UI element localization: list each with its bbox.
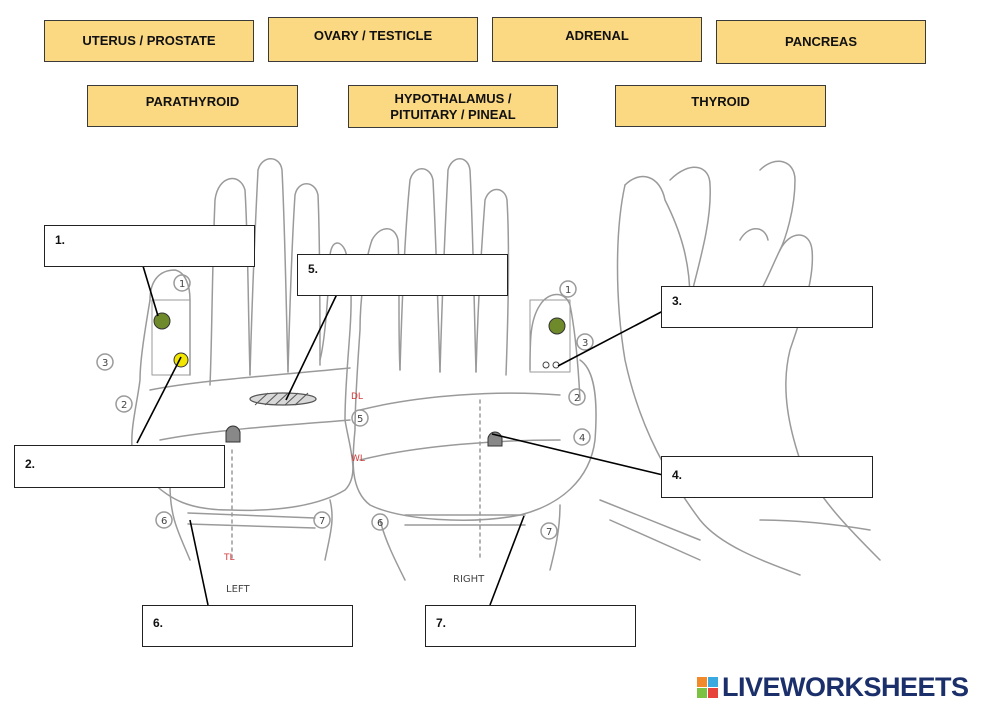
chip-ovary-testicle[interactable]: OVARY / TESTICLE: [268, 17, 478, 62]
answer-box-7[interactable]: 7.: [425, 605, 636, 647]
chip-hypothalamus-line1: HYPOTHALAMUS /: [394, 90, 512, 106]
answer-box-6[interactable]: 6.: [142, 605, 353, 647]
left-thumb-box: [151, 299, 191, 376]
right-wrist: [379, 504, 561, 581]
answer-box-1-number: 1.: [55, 233, 66, 247]
left-wrist: [169, 484, 333, 561]
n3a: 3: [102, 358, 108, 369]
n1a: 1: [179, 279, 185, 290]
wl-label: WL: [351, 454, 365, 464]
diagram-background: [86, 135, 910, 661]
right-hand-outline: [352, 239, 597, 521]
answer-box-7-number: 7.: [436, 616, 447, 630]
left-middle-finger: [249, 158, 289, 376]
left-pituitary-marker: [153, 312, 171, 330]
answer-box-5[interactable]: 5.: [297, 254, 508, 296]
liveworksheets-logo: LIVEWORKSHEETS: [697, 672, 969, 702]
answer-box-5-number: 5.: [308, 262, 319, 276]
n3b: 3: [582, 338, 588, 349]
left-adrenal-marker: [225, 425, 241, 443]
n7a: 7: [319, 516, 325, 527]
chip-hypothalamus-pituitary-pineal[interactable]: HYPOTHALAMUS / PITUITARY / PINEAL: [348, 85, 558, 128]
dl-label: DL: [351, 392, 363, 402]
left-index-finger: [209, 177, 251, 386]
left-pancreas-marker: [249, 392, 317, 406]
right-thumb-box: [529, 299, 571, 373]
liveworksheets-logo-icon: [697, 676, 718, 698]
n5a: 5: [357, 414, 363, 425]
right-wrist-bar: [404, 514, 526, 526]
n7b: 7: [546, 527, 552, 538]
right-index-finger: [371, 228, 401, 371]
n6a: 6: [161, 516, 167, 527]
n1b: 1: [565, 285, 571, 296]
n2a: 2: [121, 400, 127, 411]
chip-parathyroid[interactable]: PARATHYROID: [87, 85, 298, 127]
brand-text: LIVEWORKSHEETS: [722, 671, 969, 702]
left-thumb: [149, 269, 191, 376]
left-crease-lower: [159, 419, 351, 441]
right-pituitary-marker: [548, 317, 566, 335]
chip-adrenal[interactable]: ADRENAL: [492, 17, 702, 62]
n2b: 2: [574, 393, 580, 404]
tl-label: TL: [223, 553, 235, 563]
side-hand-fingers: [669, 160, 796, 301]
answer-box-3-number: 3.: [672, 294, 683, 308]
pointer-lines: [136, 265, 664, 606]
answer-box-3[interactable]: 3.: [661, 286, 873, 328]
n6b: 6: [377, 518, 383, 529]
chip-uterus-prostate[interactable]: UTERUS / PROSTATE: [44, 20, 254, 62]
right-thyroid-dot-a: [542, 361, 550, 369]
answer-box-2-number: 2.: [25, 457, 36, 471]
side-wrist-band: [599, 499, 701, 561]
answer-box-6-number: 6.: [153, 616, 164, 630]
answer-box-1[interactable]: 1.: [44, 225, 255, 267]
chip-pancreas[interactable]: PANCREAS: [716, 20, 926, 64]
chip-hypothalamus-line2: PITUITARY / PINEAL: [390, 106, 516, 122]
side-hand-crease: [759, 519, 871, 531]
right-crease-lower: [359, 439, 561, 461]
answer-box-4[interactable]: 4.: [661, 456, 873, 498]
n4b: 4: [579, 433, 585, 444]
left-crease-upper: [149, 367, 351, 391]
right-hand-label: RIGHT: [453, 574, 485, 585]
chip-thyroid[interactable]: THYROID: [615, 85, 826, 127]
left-hand-label: LEFT: [226, 584, 250, 595]
answer-box-4-number: 4.: [672, 468, 683, 482]
left-wrist-bar: [187, 512, 316, 529]
answer-box-2[interactable]: 2.: [14, 445, 225, 488]
right-thumb: [529, 293, 581, 401]
side-hand-palm: [616, 184, 801, 576]
right-crease-upper: [359, 392, 561, 411]
